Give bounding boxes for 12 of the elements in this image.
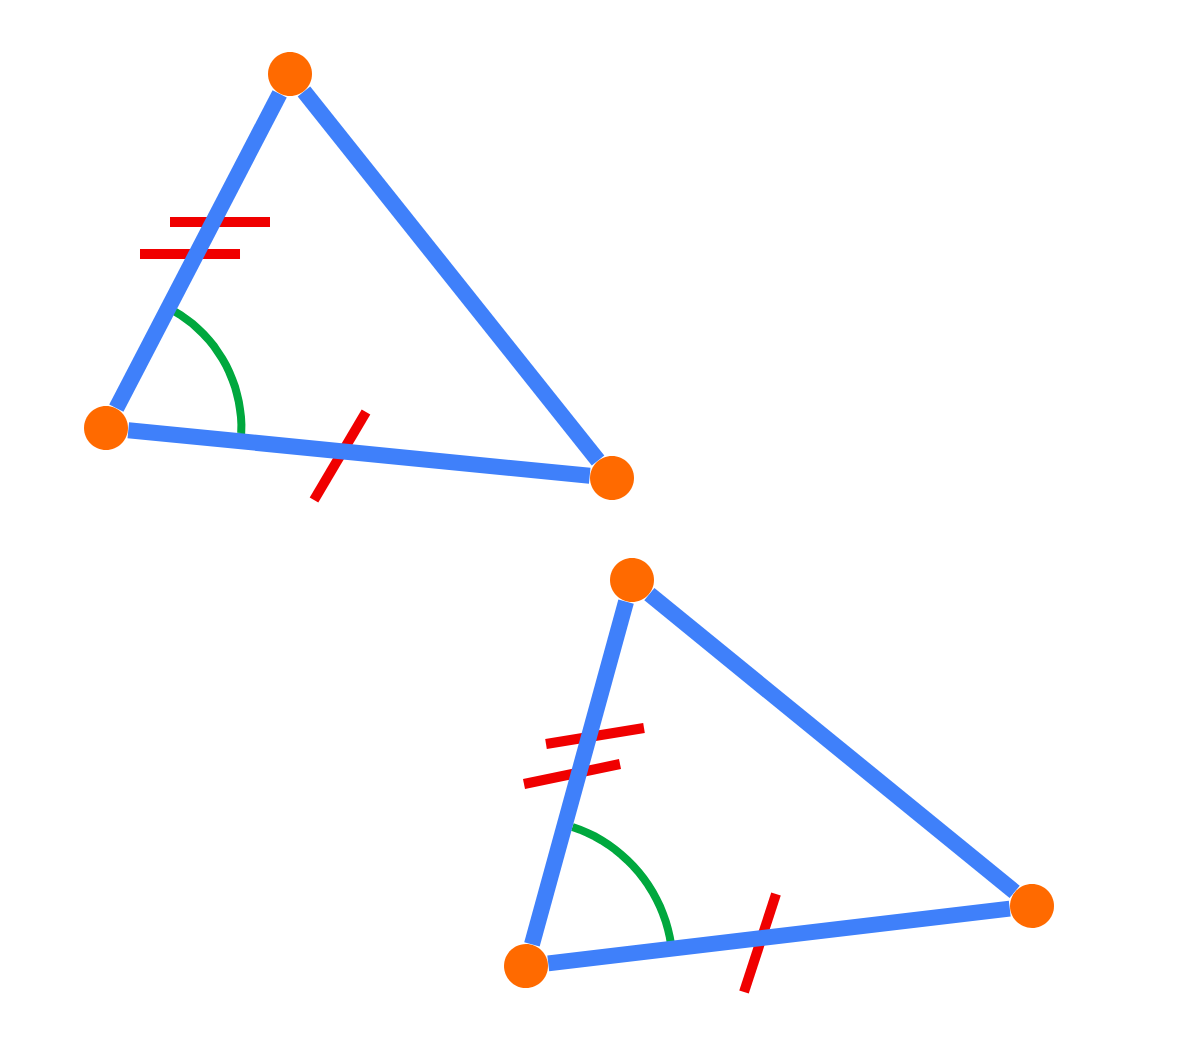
vertex-dot: [268, 52, 312, 96]
triangle-side: [644, 587, 1020, 899]
vertex-dot: [590, 456, 634, 500]
triangle-side: [127, 422, 591, 484]
triangle-side: [524, 599, 634, 947]
vertex-dot: [1010, 884, 1054, 928]
vertex-dot: [610, 558, 654, 602]
triangle-side: [297, 86, 605, 466]
vertex-dot: [84, 406, 128, 450]
triangle-side: [547, 900, 1011, 972]
triangle-side: [109, 90, 287, 412]
vertex-dot: [504, 944, 548, 988]
